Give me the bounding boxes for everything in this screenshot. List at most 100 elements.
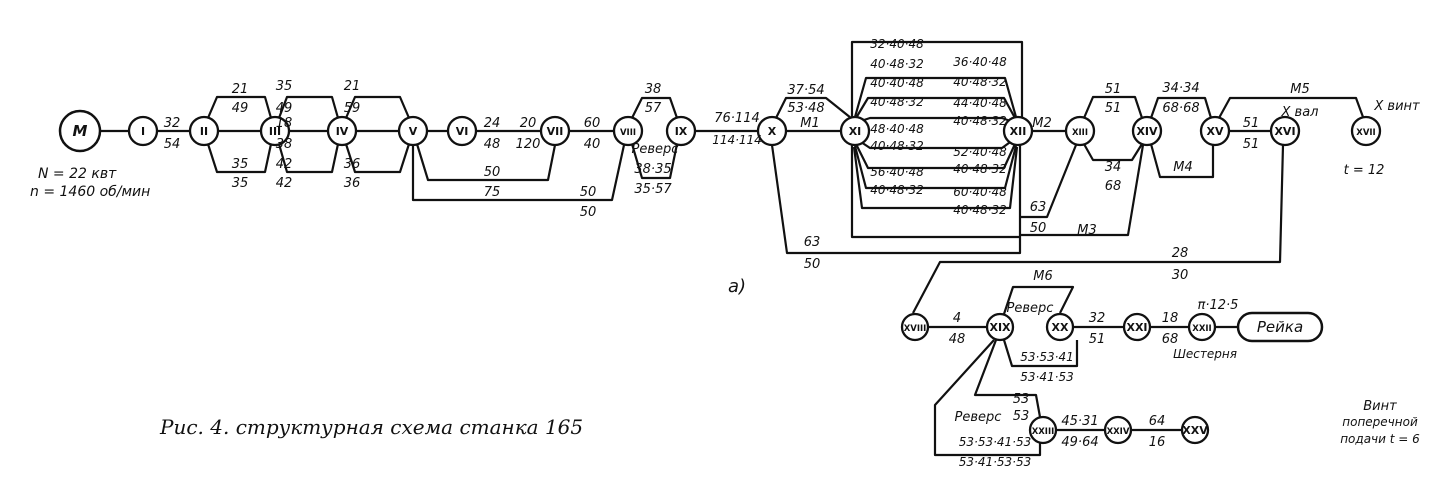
- shaft-node: [1028, 415, 1058, 445]
- gear-ratio-label: 42: [276, 176, 293, 191]
- rack-label: Рейка: [1257, 318, 1303, 336]
- gear-ratio-label: подачи t = 6: [1340, 432, 1420, 446]
- gear-ratio-label: 36·40·48: [953, 55, 1007, 69]
- shaft-connection-line: [630, 143, 679, 180]
- shaft-node-label: XXIV: [1107, 427, 1130, 437]
- gear-ratio-label: 32: [164, 116, 181, 131]
- shaft-node: [756, 115, 788, 147]
- gear-ratio-label: 35: [232, 176, 249, 191]
- rack-node: [1236, 311, 1324, 343]
- shaft-node: [127, 115, 159, 147]
- gear-ratio-label: 50: [580, 205, 597, 220]
- gear-ratio-label: 40·48·32: [953, 114, 1006, 128]
- shaft-node: [612, 115, 644, 147]
- gear-ratio-label: 64: [1149, 414, 1166, 429]
- gear-ratio-label: 34·34: [1162, 81, 1199, 96]
- gear-ratio-label: 20: [520, 116, 537, 131]
- gear-ratio-label: 51: [1105, 101, 1122, 116]
- gear-ratio-label: 36: [344, 176, 361, 191]
- gear-ratio-label: 50: [1030, 221, 1047, 236]
- gear-ratio-label: 40·48·32: [870, 95, 923, 109]
- shaft-connection-line: [631, 96, 679, 119]
- gear-ratio-label: 38: [276, 137, 293, 152]
- gear-ratio-label: 40·48·32: [870, 183, 923, 197]
- gear-ratio-label: M2: [1032, 116, 1052, 131]
- gear-ratio-label: M1: [800, 116, 820, 131]
- shaft-node: [1269, 115, 1301, 147]
- gear-ratio-label: 50: [484, 165, 501, 180]
- gear-ratio-label: 35·57: [634, 182, 672, 197]
- gear-ratio-label: 54: [164, 137, 181, 152]
- shaft-connection-line: [855, 143, 1016, 170]
- shaft-connection-line: [912, 144, 1285, 314]
- shaft-node-label: IX: [675, 125, 688, 138]
- gear-ratio-label: 53·41·53·53: [959, 455, 1032, 469]
- shaft-node-label: XII: [1010, 125, 1027, 138]
- shaft-node-label: VIII: [620, 128, 636, 138]
- gear-ratio-label: Реверс: [1007, 301, 1054, 316]
- gear-ratio-label: Винт: [1363, 399, 1397, 414]
- shaft-node-label: VII: [547, 125, 564, 138]
- gear-ratio-label: 48: [949, 332, 966, 347]
- gear-ratio-label: 40·48·32: [953, 162, 1006, 176]
- shaft-node: [1180, 415, 1210, 445]
- shaft-node-label: V: [409, 125, 418, 138]
- shaft-connection-line: [1020, 144, 1145, 237]
- gear-ratio-label: π·12·5: [1198, 298, 1239, 313]
- gear-ratio-label: 68: [1105, 179, 1122, 194]
- motor-node: [58, 109, 102, 153]
- shaft-node-label: XXI: [1126, 321, 1147, 334]
- gear-ratio-label: 120: [516, 137, 541, 152]
- gear-ratio-label: t = 12: [1344, 163, 1385, 178]
- shaft-node-label: XVI: [1274, 125, 1295, 138]
- gear-ratio-label: 45·31: [1061, 414, 1098, 429]
- gear-ratio-label: 53·41·53: [1020, 370, 1073, 384]
- shaft-node-label: XXIII: [1032, 427, 1055, 437]
- gear-ratio-label: 53: [1013, 392, 1030, 407]
- shaft-connection-line: [850, 145, 1020, 239]
- gear-ratio-label: Реверс: [955, 410, 1002, 425]
- gear-ratio-label: 68·68: [1162, 101, 1199, 116]
- shaft-node-label: XIII: [1072, 128, 1088, 138]
- gear-ratio-label: 63: [1030, 200, 1047, 215]
- shaft-node-label: XX: [1052, 321, 1069, 334]
- gear-ratio-label: 40: [584, 137, 601, 152]
- gear-ratio-label: M6: [1033, 269, 1053, 284]
- shaft-node: [1122, 312, 1152, 342]
- figure-caption: Рис. 4. структурная схема станка 165: [159, 415, 583, 439]
- shaft-node-label: XXV: [1182, 424, 1208, 437]
- shaft-connection-line: [1002, 339, 1079, 368]
- shaft-connection-line: [277, 143, 340, 174]
- shaft-connection-line: [1082, 95, 1144, 119]
- shaft-node: [259, 115, 291, 147]
- shaft-node: [446, 115, 478, 147]
- shaft-connection-line: [770, 144, 1022, 255]
- shaft-connection-line: [852, 146, 1019, 210]
- gear-ratio-label: 42: [276, 157, 293, 172]
- shaft-node: [188, 115, 220, 147]
- gear-ratio-label: X винт: [1373, 99, 1420, 114]
- shaft-node-label: XVII: [1356, 128, 1375, 138]
- gear-ratio-label: 53·53·41: [1020, 350, 1073, 364]
- motor-speed: n = 1460 об/мин: [30, 184, 150, 200]
- shaft-connection-line: [933, 339, 1042, 457]
- shaft-node-label: I: [141, 125, 145, 138]
- gear-ratio-label: 35: [232, 157, 249, 172]
- shaft-node-label: X: [768, 125, 777, 138]
- gear-ratio-label: поперечной: [1342, 415, 1418, 429]
- shaft-node: [665, 115, 697, 147]
- shaft-connection-line: [1149, 143, 1215, 179]
- gear-ratio-label: 63: [804, 235, 821, 250]
- gear-ratio-label: 40·48·32: [953, 203, 1006, 217]
- shaft-node-label: XIX: [989, 321, 1011, 334]
- gear-ratio-label: 30: [1172, 268, 1189, 283]
- shaft-connection-line: [1002, 285, 1075, 315]
- shaft-connection-line: [857, 139, 1014, 150]
- shaft-connection-line: [1083, 143, 1143, 162]
- gear-ratio-label: 40·40·48: [870, 76, 924, 90]
- shaft-node: [1350, 115, 1382, 147]
- shaft-node: [839, 115, 871, 147]
- gear-ratio-label: 50: [804, 257, 821, 272]
